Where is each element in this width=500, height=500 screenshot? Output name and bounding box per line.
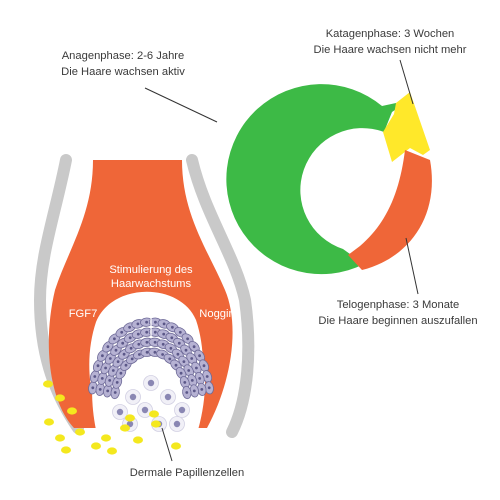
yellow-granule [125, 414, 135, 422]
matrix-cells [88, 317, 214, 400]
telogen-title: Telogenphase: 3 Monate [337, 299, 460, 311]
hair-cycle-ring [226, 84, 432, 275]
follicle-bulb [48, 160, 233, 428]
yellow-granule [120, 424, 130, 432]
papilla-cell [143, 375, 159, 391]
papilla-cell [137, 402, 153, 418]
fgf7-label: FGF7 [69, 308, 98, 320]
yellow-granule [44, 418, 54, 426]
hair-follicle: Stimulierung des Haarwachstums FGF7 Nogg… [33, 154, 255, 438]
yellow-granule [171, 442, 181, 450]
yellow-granule [61, 446, 71, 454]
papilla-cell [112, 404, 128, 420]
katagen-description: Die Haare wachsen nicht mehr [314, 44, 467, 56]
papilla-cell [169, 416, 185, 432]
matrix-cell [103, 384, 113, 398]
right-root-sheath [186, 154, 255, 438]
katagen-phase-arc [383, 92, 430, 162]
anagen-phase-arc [226, 84, 410, 275]
papilla-leader-line [161, 427, 173, 462]
matrix-cell [182, 385, 192, 400]
anagen-leader-line [144, 87, 218, 123]
papilla-cell [174, 402, 190, 418]
yellow-granule [67, 407, 77, 415]
yellow-granule [107, 447, 117, 455]
yellow-granule [75, 428, 85, 436]
yellow-granule [55, 434, 65, 442]
noggin-label: Noggin [199, 308, 234, 320]
telogen-description: Die Haare beginnen auszufallen [318, 315, 477, 327]
yellow-granule [55, 394, 65, 402]
matrix-cell [104, 373, 115, 387]
yellow-granule [149, 410, 159, 418]
matrix-cell [112, 376, 123, 389]
papilla-cell [125, 389, 141, 405]
leader-lines [144, 59, 419, 295]
yellow-granules [43, 380, 181, 455]
yellow-granule [101, 434, 111, 442]
anagen-description: Die Haare wachsen aktiv [61, 66, 185, 78]
yellow-granule [151, 420, 161, 428]
telogen-phase-arc [348, 150, 432, 270]
katagen-leader-line [399, 59, 414, 105]
papilla-cells-label: Dermale Papillenzellen [130, 467, 244, 479]
matrix-cell [108, 364, 119, 377]
yellow-granule [133, 436, 143, 444]
growth-arrow-icon [147, 302, 155, 336]
yellow-granule [91, 442, 101, 450]
matrix-cell [110, 385, 120, 400]
stimulation-label-line1: Stimulierung des [109, 264, 193, 276]
telogen-leader-line [405, 237, 419, 295]
stimulation-label-line2: Haarwachstums [111, 278, 192, 290]
katagen-title: Katagenphase: 3 Wochen [326, 28, 455, 40]
yellow-granule [43, 380, 53, 388]
anagen-title: Anagenphase: 2-6 Jahre [62, 50, 185, 62]
papilla-cell [160, 389, 176, 405]
